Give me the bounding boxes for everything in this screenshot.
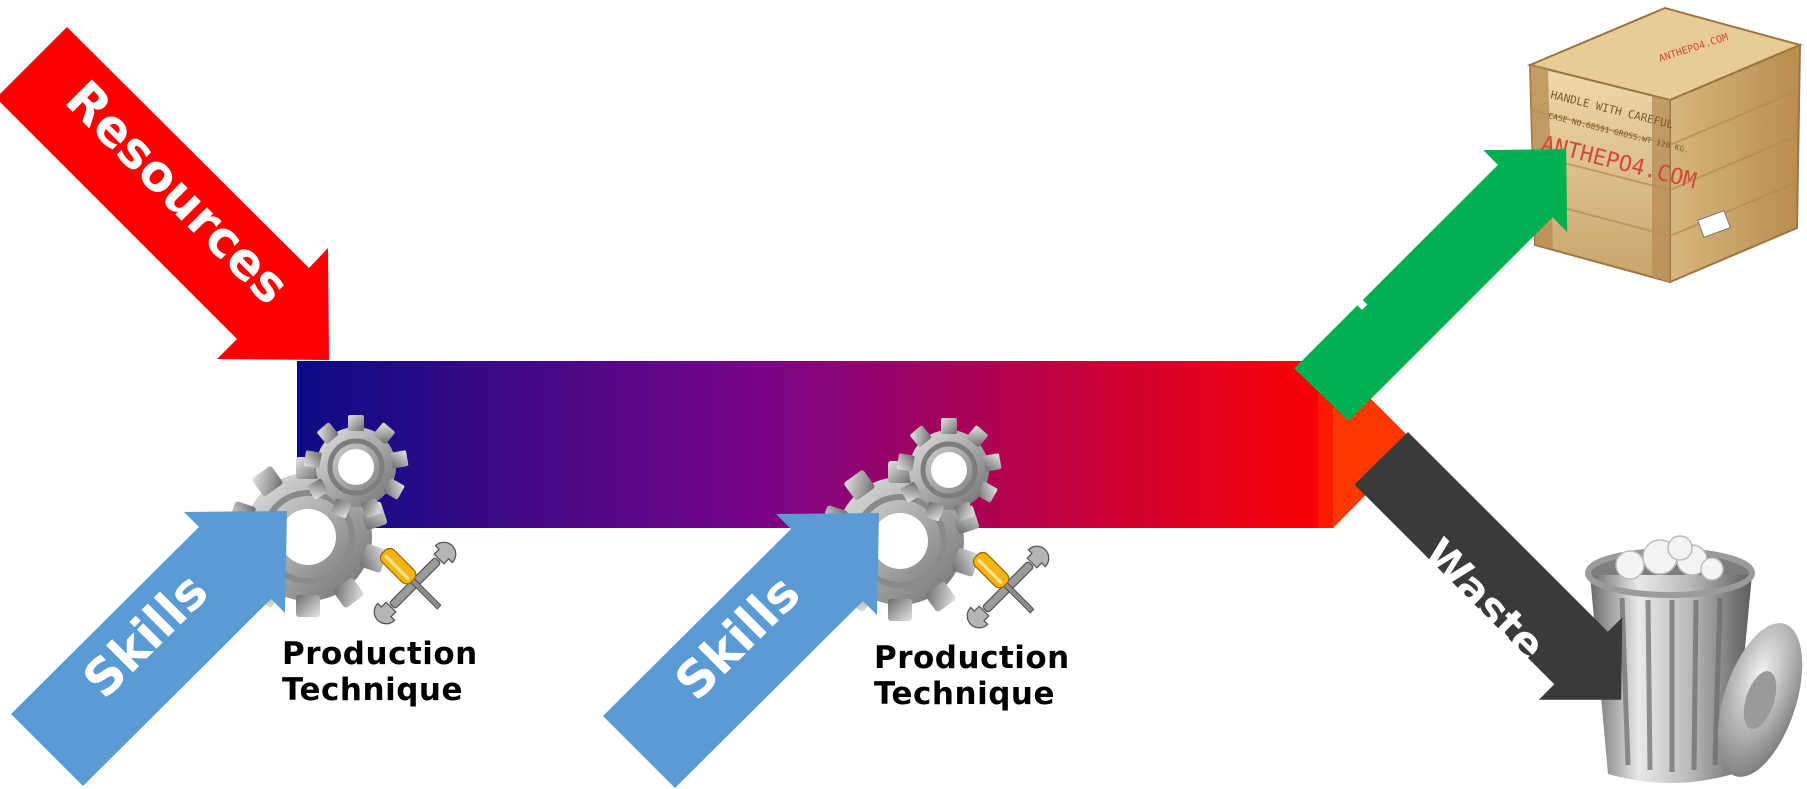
production-technique-left-label: Production Technique <box>282 636 478 708</box>
wooden-crate-icon: ANTHEPO4.COM HANDLE WITH CAREFUL CASE NO… <box>1526 6 1804 284</box>
resources-arrow: Resources <box>0 27 329 360</box>
technique-middle-line2: Technique <box>874 676 1055 712</box>
process-bar-body <box>297 361 1333 528</box>
skills-arrow-left: Skills <box>11 511 287 786</box>
production-technique-middle-label: Production Technique <box>874 640 1070 712</box>
skills-arrow-middle: Skills <box>603 513 879 788</box>
technique-middle-line1: Production <box>874 640 1070 676</box>
technique-left-line1: Production <box>282 636 478 672</box>
outputs-arrow: Outputs <box>1264 149 1568 422</box>
trash-can-icon <box>1585 535 1803 783</box>
waste-arrow: Waste <box>1354 431 1623 700</box>
technique-left-line2: Technique <box>282 672 463 708</box>
